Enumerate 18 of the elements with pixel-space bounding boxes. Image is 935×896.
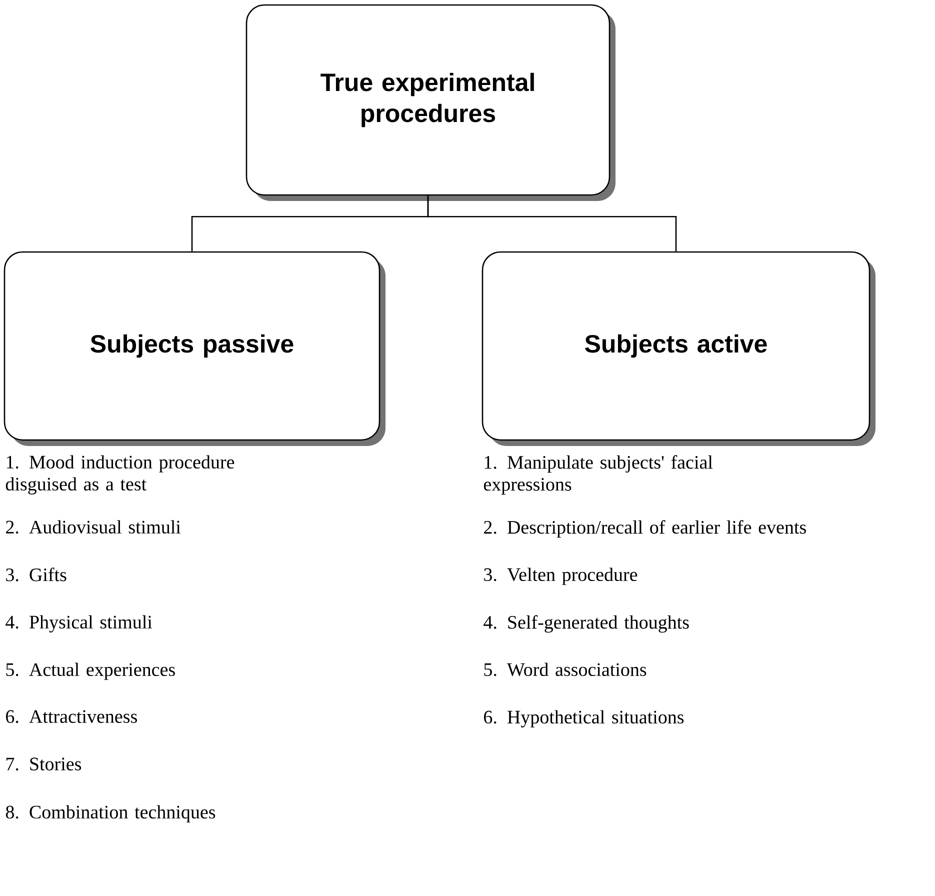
list-item: 4. Self-generated thoughts — [484, 615, 689, 633]
rounded-box: Subjects active — [482, 251, 876, 446]
list-item: 8. Combination techniques — [6, 805, 216, 822]
list-item: 6. Attractiveness — [6, 710, 137, 724]
list-item: 3. Gifts — [6, 568, 66, 582]
rounded-box: Subjects passive — [4, 251, 386, 446]
list-item: 5. Actual experiences — [6, 662, 175, 680]
list-item: 7. Stories — [6, 758, 82, 771]
list-item: 2. Description/recall of earlier life events — [484, 520, 806, 538]
list-item: 5. Word associations — [484, 662, 646, 676]
list-item: 2. Audiovisual stimuli — [6, 520, 181, 534]
list-item: 3. Velten procedure — [484, 568, 638, 585]
list-item: 1. Mood induction procedure disguised as a test — [6, 455, 234, 494]
list-item: 4. Physical stimuli — [6, 615, 152, 632]
rounded-box: True experimental procedures — [246, 4, 616, 201]
list-item: 1. Manipulate subjects' facial expressions — [484, 455, 713, 495]
list-item: 6. Hypothetical situations — [484, 710, 684, 728]
connector-line — [427, 196, 677, 252]
